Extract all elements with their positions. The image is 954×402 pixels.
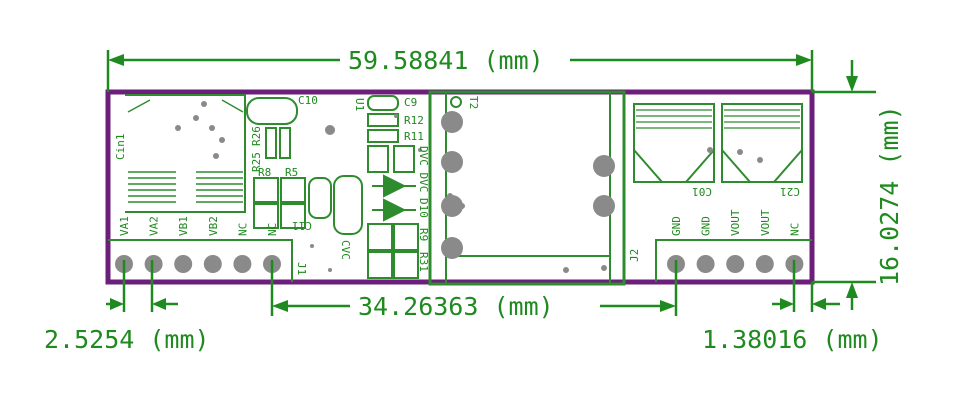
j1-labels: VA1 VA2 VB1 VB2 NC NC xyxy=(118,216,279,236)
label-c11: C11 xyxy=(292,219,312,232)
r8-pad-bot xyxy=(253,203,279,229)
dim-edge-text: 1.38016 (mm) xyxy=(702,325,883,354)
j2_pin-label: GND xyxy=(700,216,713,236)
label-r11: R11 xyxy=(404,130,424,143)
label-r5: R5 xyxy=(285,166,298,179)
label-r25: R25 xyxy=(250,152,263,172)
cap-hatch xyxy=(636,109,800,129)
label-c9: C9 xyxy=(404,96,417,109)
j2_pin-label: GND xyxy=(670,216,683,236)
label-r9: R9 xyxy=(417,228,430,241)
dim-pitch-text: 2.5254 (mm) xyxy=(44,325,210,354)
t2-pad-2 xyxy=(441,151,463,173)
c01-chamfer xyxy=(633,149,715,183)
component-layer xyxy=(108,90,812,286)
t2-pads xyxy=(441,96,615,259)
r5-pad-bot xyxy=(280,203,306,229)
r5-pad-top xyxy=(280,177,306,203)
r12-pad xyxy=(367,113,399,127)
t2-pad-1 xyxy=(441,111,463,133)
j2_pin-label: VOUT xyxy=(759,209,772,236)
dim-width-text: 59.58841 (mm) xyxy=(348,46,544,75)
r11-pad xyxy=(367,129,399,143)
dim-height-text: 16.0274 (mm) xyxy=(875,105,904,286)
label-j2: J2 xyxy=(628,249,641,262)
r9-pad-1 xyxy=(367,223,393,251)
j2-pads xyxy=(667,255,804,273)
j1_pin-label: NC xyxy=(236,223,249,236)
j1-pads xyxy=(115,255,281,273)
label-dvc: DVC DVC xyxy=(417,146,430,192)
t2-inner xyxy=(445,91,611,257)
j1_pin-pad xyxy=(233,255,252,273)
j2_pin-label: VOUT xyxy=(729,209,742,236)
label-cin1: Cin1 xyxy=(114,134,127,161)
r31-pad-1 xyxy=(367,251,393,279)
r8-pad-top xyxy=(253,177,279,203)
designator-labels: Cin1 C10 U1 C9 R12 R11 R25 R26 R8 R5 C11… xyxy=(114,94,800,275)
j1_pin-pad xyxy=(203,255,222,273)
j1_pin-label: NC xyxy=(266,223,279,236)
label-r8: R8 xyxy=(258,166,271,179)
r25-pad xyxy=(265,127,277,159)
j1_pin-label: VA1 xyxy=(118,216,131,236)
j1_pin-pad xyxy=(174,255,193,273)
dvc-pad-right xyxy=(393,145,415,173)
r31-pad-2 xyxy=(393,251,419,279)
label-u1: U1 xyxy=(353,98,366,111)
r9-pad-2 xyxy=(393,223,419,251)
label-c10: C10 xyxy=(298,94,318,107)
j2-labels: GND GND VOUT VOUT NC xyxy=(670,209,801,236)
label-r26: R26 xyxy=(250,126,263,146)
vias xyxy=(175,101,763,273)
label-cvc: CVC xyxy=(339,240,352,260)
cin1-outline xyxy=(125,94,246,213)
label-d10: D10 xyxy=(417,198,430,218)
dim-j1-j2-text: 34.26363 (mm) xyxy=(358,292,554,321)
t2-pad-5 xyxy=(593,155,615,177)
dimension-lines xyxy=(106,50,876,316)
label-r12: R12 xyxy=(404,114,424,127)
j2_pin-label: NC xyxy=(788,223,801,236)
cvc-outline xyxy=(333,175,363,235)
t2-pad-6 xyxy=(593,195,615,217)
label-c01: C01 xyxy=(692,185,712,198)
j1_pin-pad xyxy=(144,255,163,273)
j2-outline xyxy=(655,239,812,282)
r26-pad xyxy=(279,127,291,159)
c9-outline xyxy=(367,95,399,111)
label-t2: T2 xyxy=(467,96,480,109)
j1_pin-label: VA2 xyxy=(148,216,161,236)
t2-pad-3 xyxy=(441,195,463,217)
j2_pin-pad xyxy=(696,255,715,273)
label-c21: C21 xyxy=(780,185,800,198)
j1-outline xyxy=(108,239,293,282)
c10-outline xyxy=(246,97,298,125)
cin1-hatch xyxy=(127,99,244,203)
label-r31: R31 xyxy=(417,252,430,272)
t2-pad-4 xyxy=(441,237,463,259)
label-j1: J1 xyxy=(295,262,308,275)
j1_pin-label: VB2 xyxy=(207,216,220,236)
t2-pin1-marker xyxy=(450,96,462,108)
j2_pin-pad xyxy=(726,255,745,273)
j2_pin-pad xyxy=(755,255,774,273)
dvc-pad-left xyxy=(367,145,389,173)
c21-chamfer xyxy=(721,149,803,183)
c11-outline xyxy=(308,177,332,219)
j1_pin-label: VB1 xyxy=(177,216,190,236)
